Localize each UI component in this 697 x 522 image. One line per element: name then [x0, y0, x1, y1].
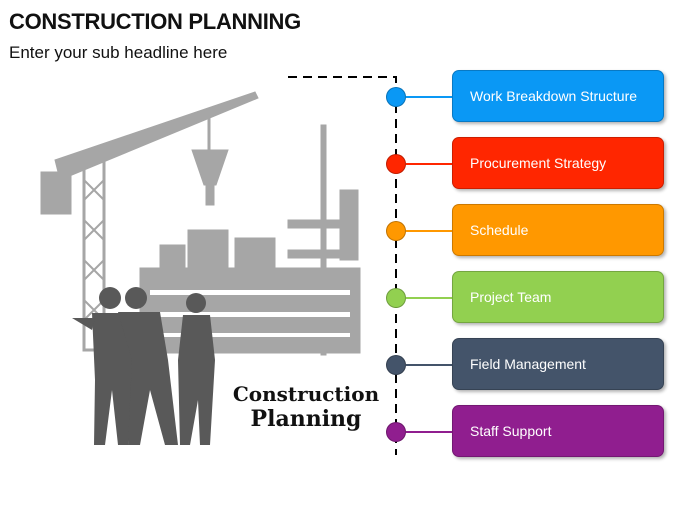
- item-connector: [406, 163, 453, 165]
- item-connector: [406, 230, 453, 232]
- item-row: Schedule: [385, 204, 667, 260]
- people-silhouettes: [72, 287, 215, 445]
- illustration-caption: Construction Planning: [228, 382, 384, 432]
- caption-line-1: Construction: [232, 382, 380, 406]
- item-dot: [386, 288, 406, 308]
- item-connector: [406, 297, 453, 299]
- item-dot: [386, 355, 406, 375]
- item-row: Staff Support: [385, 405, 667, 461]
- slide-subtitle: Enter your sub headline here: [9, 43, 228, 62]
- item-box-procurement-strategy[interactable]: Procurement Strategy: [452, 137, 664, 189]
- item-box-work-breakdown-structure[interactable]: Work Breakdown Structure: [452, 70, 664, 122]
- item-connector: [406, 96, 453, 98]
- item-dot: [386, 422, 406, 442]
- building-windows: [150, 290, 350, 337]
- item-row: Project Team: [385, 271, 667, 327]
- item-box-schedule[interactable]: Schedule: [452, 204, 664, 256]
- crane-and-building: [40, 91, 361, 356]
- item-dot: [386, 221, 406, 241]
- caption-line-2: Planning: [250, 406, 362, 432]
- item-row: Work Breakdown Structure: [385, 70, 667, 126]
- item-dot: [386, 154, 406, 174]
- item-connector: [406, 431, 453, 433]
- item-box-project-team[interactable]: Project Team: [452, 271, 664, 323]
- item-box-staff-support[interactable]: Staff Support: [452, 405, 664, 457]
- item-connector: [406, 364, 453, 366]
- item-dot: [386, 87, 406, 107]
- item-box-field-management[interactable]: Field Management: [452, 338, 664, 390]
- item-row: Field Management: [385, 338, 667, 394]
- slide-title: CONSTRUCTION PLANNING: [9, 9, 301, 34]
- item-row: Procurement Strategy: [385, 137, 667, 193]
